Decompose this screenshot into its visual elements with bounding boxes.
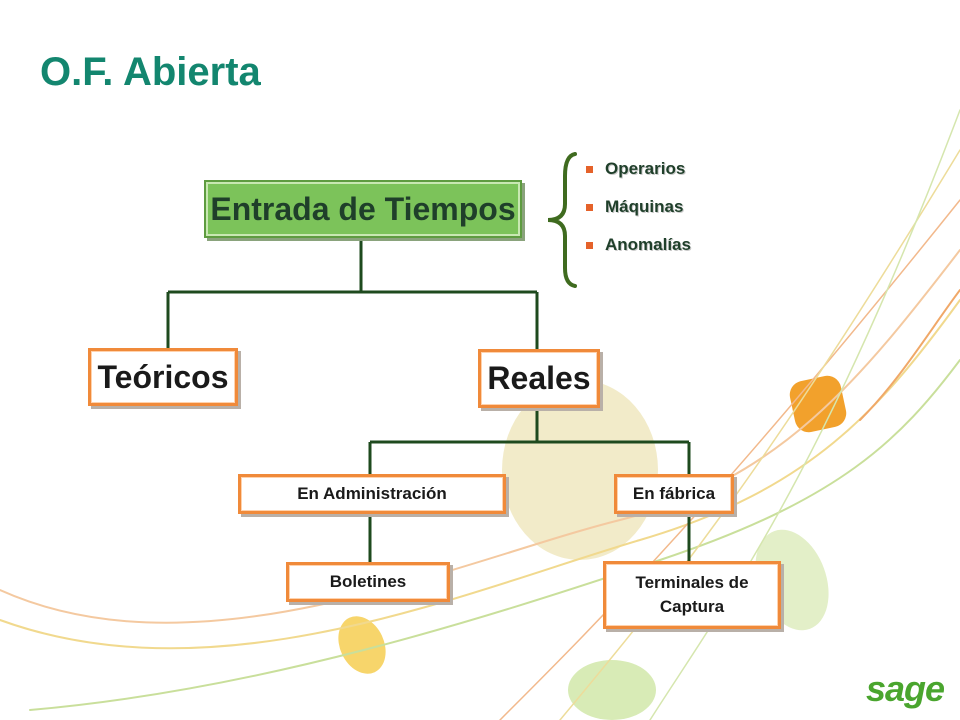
decor-cream-blob [502, 380, 658, 560]
node-teoricos: Teóricos [88, 348, 238, 406]
list-item-label: Operarios [605, 159, 686, 178]
root-node-entrada-de-tiempos: Entrada de Tiempos [204, 180, 522, 238]
square-bullet-icon [586, 203, 593, 211]
decor-yellow-blob [338, 616, 386, 674]
list-item-label: Máquinas [605, 197, 684, 216]
list-item-label: Anomalías [605, 235, 691, 254]
node-reales: Reales [478, 349, 600, 408]
node-boletines-label: Boletines [329, 572, 407, 591]
list-item: Máquinas [586, 188, 691, 226]
node-boletines: Boletines [286, 562, 450, 602]
list-item: Anomalías [586, 226, 691, 264]
root-details-list: Operarios Máquinas Anomalías [586, 150, 691, 264]
root-node-label: Entrada de Tiempos [210, 190, 516, 227]
node-en-fabrica-label: En fábrica [632, 484, 716, 503]
node-teoricos-label: Teóricos [97, 358, 229, 395]
node-terminales-label: Terminales de Captura [635, 573, 749, 616]
slide-title: O.F. Abierta [40, 50, 261, 94]
square-bullet-icon [586, 241, 593, 249]
node-reales-label: Reales [487, 360, 591, 396]
node-terminales-de-captura: Terminales de Captura [603, 561, 781, 629]
node-en-administracion-label: En Administración [297, 484, 447, 503]
square-bullet-icon [586, 165, 593, 173]
sage-logo: sage [866, 668, 945, 709]
curly-brace [547, 152, 577, 288]
node-en-administracion: En Administración [238, 474, 506, 514]
node-en-fabrica: En fábrica [614, 474, 734, 514]
list-item: Operarios [586, 150, 691, 188]
decor-light-green-blob [568, 660, 656, 720]
